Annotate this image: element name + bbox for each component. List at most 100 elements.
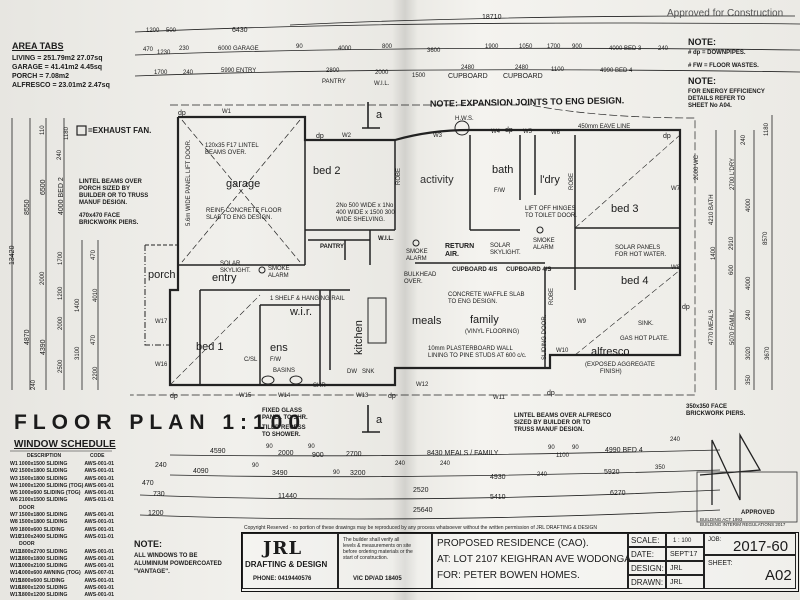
dim-bottom: 240 — [155, 462, 167, 469]
floor-waste-label: F/W — [270, 357, 281, 363]
dim-top: 1100 — [551, 67, 564, 73]
dim-top: 500 — [166, 28, 177, 34]
downpipe-label: dp — [178, 110, 186, 117]
dim-bottom: 4990 BED 4 — [605, 447, 643, 454]
dim-right: 1400 — [711, 246, 717, 260]
window-description: 1500x1800 SLIDING — [18, 519, 68, 526]
window-description: 1500x1800 SLIDING — [18, 512, 68, 519]
dim-bottom: 3490 — [272, 470, 288, 477]
window-label: W11 — [493, 395, 505, 401]
window-description: 1500x1800 SLIDING — [18, 475, 68, 482]
dim-bottom: 8430 MEALS / FAMILY — [427, 450, 499, 457]
company-logo: JRL — [263, 538, 303, 559]
alfresco-lintel-note: LINTEL BEAMS OVER ALFRESCO — [514, 413, 612, 419]
dim-bottom: 730 — [153, 491, 165, 498]
job-number: 2017-60 — [733, 538, 789, 555]
basins-label: BASINS — [273, 368, 296, 374]
dim-bottom: 90 — [548, 445, 555, 451]
dim-overall-width: 18710 — [482, 14, 502, 21]
porch-piers-note: BRICKWORK PIERS. — [79, 220, 139, 226]
alfresco-piers-note: BRICKWORK PIERS. — [686, 411, 746, 417]
dim-top: 1900 — [485, 44, 499, 50]
window-code: AWS-001-01 — [84, 468, 115, 475]
dim-right: 4000 — [746, 198, 752, 212]
robe-label: ROBE — [569, 172, 575, 190]
return-air-label: AIR. — [445, 251, 459, 258]
dim-top: 2480 — [515, 65, 529, 71]
window-description: 1800x1800 SLIDING — [19, 555, 68, 562]
window-id: W7 — [10, 512, 18, 519]
approval-stamp-frame — [696, 471, 798, 523]
dim-bottom: 2700 — [346, 451, 362, 458]
window-label: W8 — [671, 265, 680, 271]
dim-top: 1500 — [412, 73, 426, 79]
solar-skylight-label: SKYLIGHT. — [490, 250, 521, 256]
room-porch: porch — [148, 269, 176, 281]
page-fold — [392, 0, 418, 600]
dim-left: 1400 — [75, 298, 81, 312]
dim-top: 240 — [658, 46, 669, 52]
window-description: 1000x600 SLIDING (TOG) — [18, 490, 81, 497]
dim-line-bottom-3 — [139, 489, 721, 500]
lift-off-hinges-note: LIFT OFF HINGES — [525, 206, 576, 212]
dim-bottom: 90 — [266, 444, 273, 450]
dim-left: 2000 — [40, 271, 46, 285]
approval-line: BUILDING INTERIM REGULATIONS 2017 — [700, 522, 786, 527]
window-id: W12 — [10, 555, 21, 562]
dim-label-cupboard: CUPBOARD — [448, 73, 488, 80]
dim-left: 240 — [57, 149, 63, 160]
dim-top: 800 — [382, 44, 393, 50]
window-description: 1800x600 SLIDING — [18, 526, 65, 533]
cupboard-label: CUPBOARD 4/S — [452, 267, 498, 273]
alfresco-lintel-note: SIZED BY BUILDER OR TO — [514, 420, 591, 426]
waffle-slab-note: TO ENG DESIGN. — [448, 299, 498, 305]
dim-top: 6430 — [232, 27, 248, 34]
smoke-alarm-label: SMOKE — [268, 266, 290, 272]
dim-bottom: 240 — [440, 461, 451, 467]
window-label: W7 — [671, 186, 680, 192]
sink-label: SINK. — [638, 321, 654, 327]
plasterboard-note: 10mm PLASTERBOARD WALL — [428, 346, 513, 352]
dim-line-top-0 — [289, 15, 796, 26]
dim-left: 240 — [31, 379, 37, 390]
eave-line-label: 450mm EAVE LINE — [578, 124, 631, 130]
garage-slab-note: REINF CONCRETE FLOOR — [206, 208, 282, 214]
floor-waste-label: F/W — [494, 188, 505, 194]
family-flooring-note: (VINYL FLOORING) — [465, 329, 520, 335]
solar-panels-note: SOLAR PANELS — [615, 245, 661, 251]
dim-bottom: 1200 — [148, 510, 164, 517]
solar-skylight-label: SKYLIGHT. — [220, 268, 251, 274]
dim-bottom: 90 — [252, 463, 259, 469]
dim-left: 2500 — [58, 359, 64, 373]
bed2-shelving-note: 400 WIDE x 1500 300 — [336, 210, 395, 216]
dim-bottom: 470 — [142, 480, 154, 487]
window-id: W16 — [10, 585, 21, 592]
room-activity: activity — [420, 174, 454, 186]
dim-left: 2000 — [58, 316, 64, 330]
fixed-glass-note: PANEL TO SHR. — [262, 415, 308, 421]
room-bed4: bed 4 — [621, 275, 649, 287]
date-value: SEPT'17 — [670, 551, 698, 558]
scale-label: SCALE: — [631, 536, 660, 545]
dim-right: 600 — [729, 264, 735, 275]
dim-bottom: 4590 — [210, 448, 226, 455]
builder-note-line: start of construction. — [343, 555, 389, 561]
robe-label: ROBE — [549, 287, 555, 305]
fixed-glass-note: FIXED GLASS — [262, 408, 303, 414]
wir-rail-label: 1 SHELF & HANGING RAIL — [270, 296, 345, 302]
sheet-label: SHEET: — [708, 560, 733, 567]
window-label: W12 — [416, 382, 429, 388]
note2-line: DETAILS REFER TO — [688, 96, 746, 102]
windows-note-title: NOTE: — [134, 539, 162, 549]
dim-top: 4990 BED 4 — [600, 68, 633, 74]
window-description: 1800x1200 SLIDING — [19, 585, 68, 592]
window-code: AWS-011-01 — [84, 533, 114, 540]
approved-for-construction-stamp: Approved for Construction — [667, 8, 784, 19]
exterior-walls — [168, 115, 682, 387]
window-code: AWS-011-01 — [84, 497, 114, 504]
